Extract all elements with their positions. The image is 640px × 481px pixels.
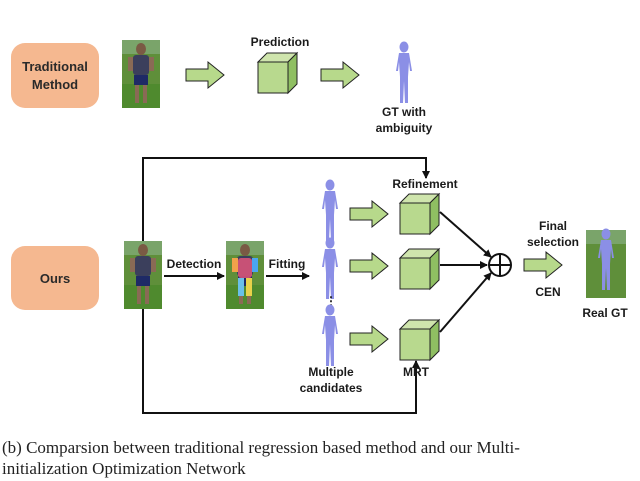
detection-label: Detection [167,257,222,271]
fitting-label: Fitting [269,257,306,271]
multiple-candidates-label-2: candidates [300,381,363,395]
traditional-method-label-2: Method [32,77,78,92]
traditional-method-box: Traditional Method [11,43,99,108]
gt-ambiguity-human-icon [396,41,412,103]
caption-line-1: (b) Comparsion between traditional regre… [2,438,520,457]
prediction-label: Prediction [251,35,310,49]
prediction-network-cube [257,52,298,94]
aggregate-plus-icon [488,253,512,277]
skip-connection-bottom [142,309,420,414]
merge-arrow-3 [439,272,492,333]
merge-arrow-1 [439,211,492,258]
input-photo-ours [124,241,162,309]
ours-label: Ours [40,271,70,286]
arrow-candidate-3 [349,325,389,353]
arrow-to-gt [320,61,360,89]
candidate-human-icon-2 [322,237,338,299]
arrow-to-prediction [185,61,225,89]
gt-ambiguity-label-1: GT with [382,105,426,119]
final-selection-label-1: Final [539,219,567,233]
refinement-label: Refinement [392,177,457,191]
input-photo-traditional [122,40,160,108]
real-gt-label: Real GT [582,306,628,320]
traditional-method-label-1: Traditional [22,59,88,74]
candidates-ellipsis: ⋮ [325,294,337,308]
final-selection-arrow [523,251,563,279]
detection-photo [226,241,264,309]
final-selection-label-2: selection [527,235,579,249]
figure-caption: (b) Comparsion between traditional regre… [2,437,638,479]
gt-ambiguity-label-2: ambiguity [376,121,433,135]
multiple-candidates-label-1: Multiple [308,365,354,379]
refinement-cube-1 [399,193,440,235]
mrt-label: MRT [403,365,430,379]
arrow-candidate-2 [349,252,389,280]
candidate-human-icon-3 [322,304,338,366]
arrow-candidate-1 [349,200,389,228]
ours-box: Ours [11,246,99,310]
candidate-human-icon-1 [322,179,338,241]
real-gt-photo [586,228,626,298]
refinement-cube-3 [399,319,440,361]
skip-connection-top [142,157,430,241]
refinement-cube-2 [399,248,440,290]
cen-label: CEN [535,285,560,299]
caption-line-2: initialization Optimization Network [2,459,246,478]
